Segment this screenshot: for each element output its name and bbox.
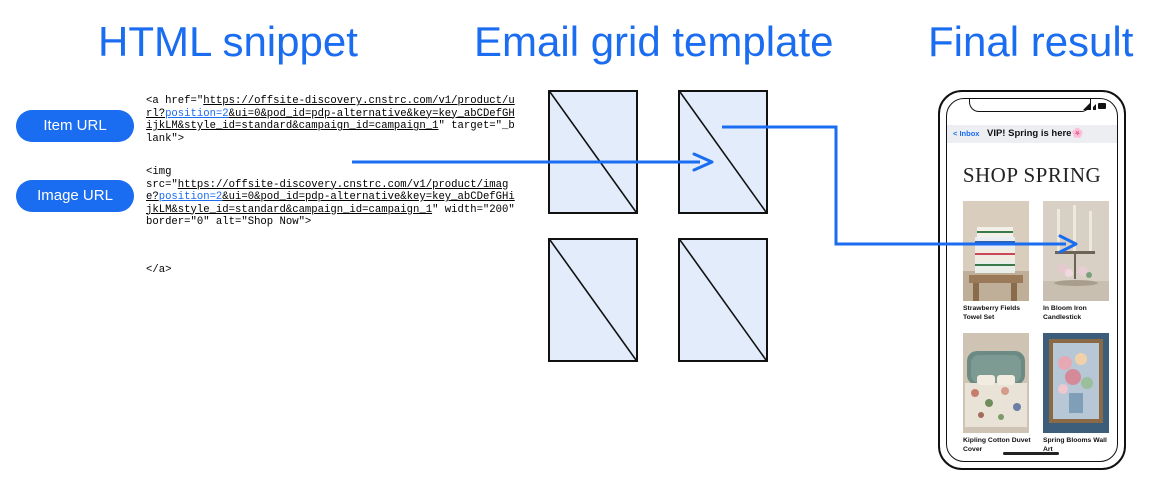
code-img-src-position[interactable]: position=2 bbox=[158, 191, 223, 203]
code-img-suffix: " width="200" border="0" alt="Shop Now"> bbox=[146, 203, 515, 229]
heading-html-snippet: HTML snippet bbox=[98, 18, 358, 65]
product-name[interactable]: Strawberry Fields Towel Set bbox=[963, 305, 1021, 321]
phone-notch bbox=[969, 99, 1091, 112]
phone-mockup: < Inbox VIP! Spring is here🌸 SHOP SPRING bbox=[938, 90, 1126, 470]
grid-placeholder-2 bbox=[678, 90, 768, 214]
home-indicator bbox=[1003, 452, 1059, 455]
code-anchor-close: </a> bbox=[146, 264, 172, 276]
code-img-src-prefix: src=" bbox=[146, 178, 178, 191]
code-img-src-params[interactable]: &ui=0&pod_id=pdp-alternative&key=key_abC… bbox=[146, 191, 515, 216]
placeholder-diagonal-icon bbox=[679, 239, 767, 361]
item-url-pill: Item URL bbox=[16, 110, 134, 142]
code-img-tag: <img src="https://offsite-discovery.cnst… bbox=[146, 166, 516, 229]
image-url-pill: Image URL bbox=[16, 180, 134, 212]
placeholder-diagonal-icon bbox=[549, 91, 637, 213]
heading-email-grid: Email grid template bbox=[474, 18, 834, 65]
code-a-href-position[interactable]: position=2 bbox=[165, 107, 229, 120]
grid-placeholder-1 bbox=[548, 90, 638, 214]
placeholder-diagonal-icon bbox=[549, 239, 637, 361]
grid-placeholder-4 bbox=[678, 238, 768, 362]
code-anchor-open: <a href="https://offsite-discovery.cnstr… bbox=[146, 95, 516, 145]
code-img-open: <img bbox=[146, 166, 172, 178]
mail-header: < Inbox VIP! Spring is here🌸 bbox=[947, 125, 1117, 143]
duvet-bed-image bbox=[963, 333, 1029, 433]
product-image-candlestick[interactable] bbox=[1043, 201, 1109, 301]
towel-stack-image bbox=[963, 201, 1029, 301]
product-image-wall-art[interactable] bbox=[1043, 333, 1109, 433]
email-subject: VIP! Spring is here🌸 bbox=[987, 128, 1084, 139]
code-a-href-base[interactable]: https://offsite-discovery.cnstrc.com/v1/… bbox=[146, 95, 515, 120]
heading-final-result: Final result bbox=[928, 18, 1134, 65]
product-image-duvet[interactable] bbox=[963, 333, 1029, 433]
phone-screen: < Inbox VIP! Spring is here🌸 SHOP SPRING bbox=[946, 98, 1118, 462]
candlestick-image bbox=[1043, 201, 1109, 301]
grid-placeholder-3 bbox=[548, 238, 638, 362]
placeholder-diagonal-icon bbox=[679, 91, 767, 213]
wall-art-image bbox=[1043, 333, 1109, 433]
signal-battery-icon bbox=[1083, 102, 1106, 110]
code-a-prefix: <a href=" bbox=[146, 95, 204, 107]
shop-spring-title: SHOP SPRING bbox=[962, 163, 1102, 187]
product-image-towels[interactable] bbox=[963, 201, 1029, 301]
inbox-back-link[interactable]: < Inbox bbox=[953, 129, 980, 138]
product-name[interactable]: Kipling Cotton Duvet Cover bbox=[963, 437, 1031, 453]
product-name[interactable]: Spring Blooms Wall Art bbox=[1043, 437, 1107, 453]
product-name[interactable]: In Bloom Iron Candlestick bbox=[1043, 305, 1087, 321]
code-a-suffix: " target="_blank"> bbox=[146, 120, 515, 145]
code-a-href-params[interactable]: &ui=0&pod_id=pdp-alternative&key=key_abC… bbox=[146, 107, 515, 133]
code-img-src-base[interactable]: https://offsite-discovery.cnstrc.com/v1/… bbox=[146, 178, 509, 204]
status-icons bbox=[1083, 102, 1107, 112]
